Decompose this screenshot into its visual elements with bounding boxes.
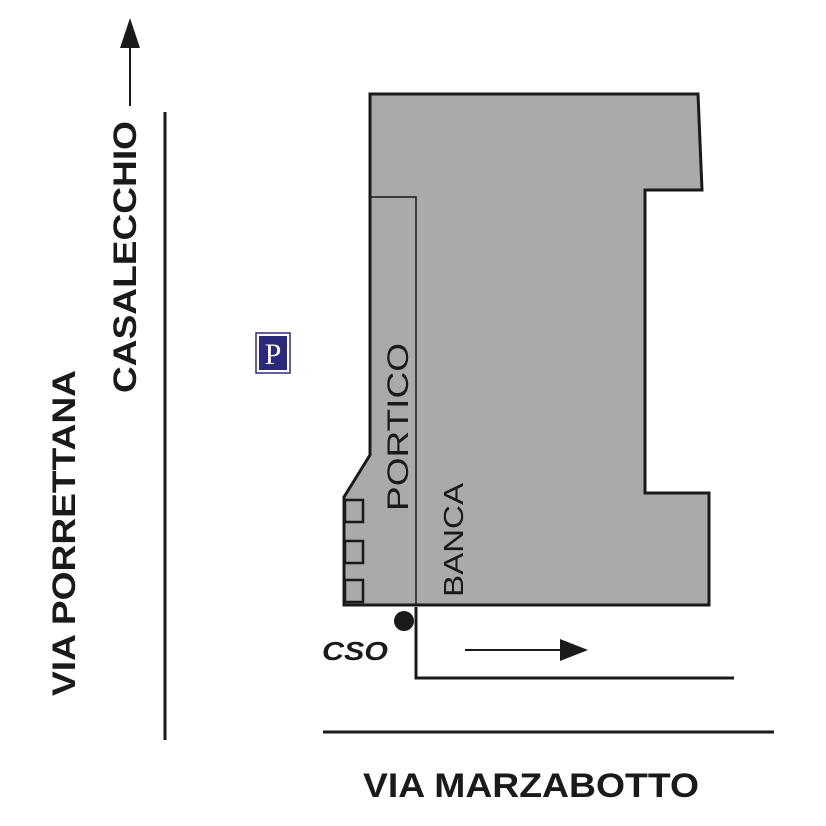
portico-column — [343, 539, 365, 565]
portico-column — [343, 498, 365, 524]
via-porrettana-label: VIA PORRETTANA — [46, 370, 82, 696]
portico-column — [343, 578, 365, 604]
side-road-line — [414, 607, 734, 680]
casalecchio-label: CASALECCHIO — [107, 121, 143, 393]
arrow-right-icon — [465, 639, 588, 661]
banca-label: BANCA — [438, 483, 469, 597]
arrow-up-icon — [120, 18, 140, 106]
cso-label: CSO — [322, 636, 388, 666]
portico-strip — [369, 196, 417, 605]
via-marzabotto-label: VIA MARZABOTTO — [363, 767, 699, 805]
portico-label: PORTICO — [382, 343, 415, 511]
parking-letter: P — [265, 338, 282, 371]
building-shape — [342, 92, 711, 607]
parking-icon: P — [255, 332, 291, 374]
location-dot-icon — [394, 611, 414, 631]
